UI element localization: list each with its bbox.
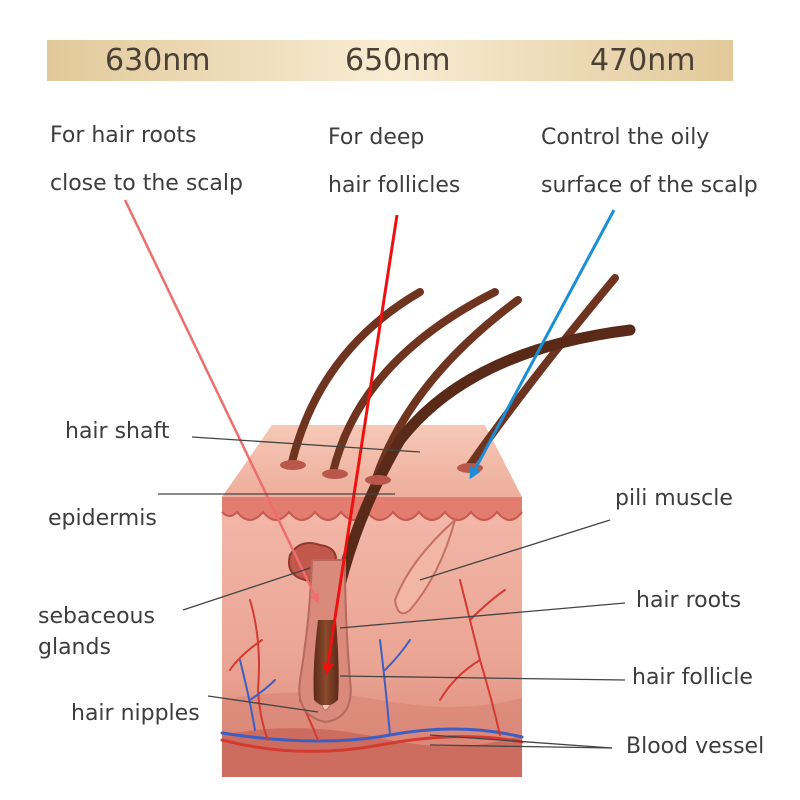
- leader-lines: [158, 436, 626, 749]
- heading-470-line1: Control the oily: [541, 125, 710, 150]
- label-hair-nipples: hair nipples: [71, 701, 200, 726]
- leader-pili-muscle: [419, 519, 611, 581]
- heading-650-line1: For deep: [328, 125, 425, 150]
- label-pili-muscle: pili muscle: [615, 486, 733, 511]
- leader-sebaceous: [182, 567, 311, 611]
- arrow-650: [322, 214, 399, 675]
- leader-hair-roots: [339, 602, 626, 629]
- pili-muscle: [393, 517, 457, 615]
- wavelength-630: 630nm: [105, 43, 211, 78]
- leader-hair-follicle: [339, 675, 626, 681]
- wavelength-650: 650nm: [345, 43, 451, 78]
- arrow-470: [469, 209, 616, 480]
- leader-blood-vessel-1: [429, 744, 613, 749]
- wavelength-470: 470nm: [590, 43, 696, 78]
- label-hair-roots: hair roots: [636, 588, 742, 613]
- leader-blood-vessel-2: [429, 734, 613, 749]
- label-epidermis: epidermis: [48, 506, 157, 531]
- heading-650-line2: hair follicles: [328, 173, 461, 198]
- heading-630-line2: close to the scalp: [50, 171, 243, 196]
- light-arrows: [123, 199, 616, 675]
- label-hair-follicle: hair follicle: [632, 665, 753, 690]
- heading-470-line2: surface of the scalp: [541, 173, 758, 198]
- arrow-630: [123, 199, 319, 604]
- label-hair-shaft: hair shaft: [65, 419, 170, 444]
- wavelength-band: 630nm 650nm 470nm: [47, 40, 733, 81]
- label-sebaceous-line1: sebaceous: [38, 604, 155, 629]
- label-sebaceous-line2: glands: [38, 635, 111, 660]
- leader-hair-shaft: [191, 436, 421, 453]
- heading-630-line1: For hair roots: [50, 123, 197, 148]
- label-blood-vessel: Blood vessel: [626, 734, 765, 759]
- leader-hair-nipples: [207, 695, 319, 713]
